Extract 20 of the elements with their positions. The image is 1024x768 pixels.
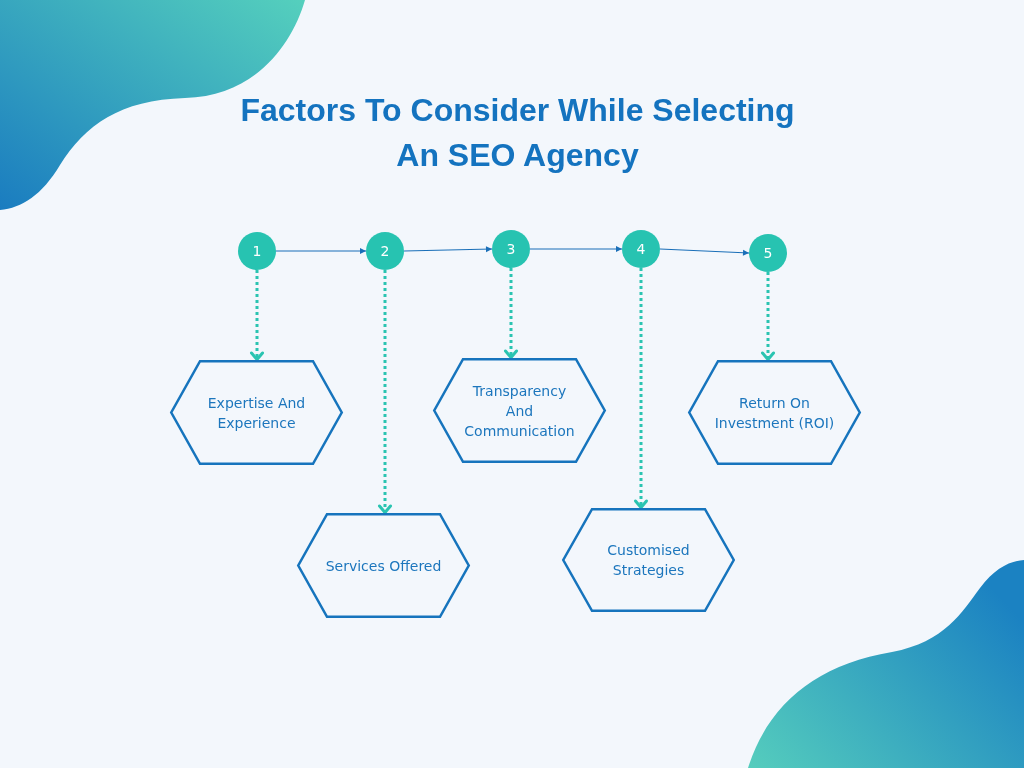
- dotted-arrow: [504, 268, 518, 359]
- factor-label: Customised Strategies: [606, 541, 691, 580]
- factor-label: Transparency And Communication: [463, 381, 576, 441]
- arrow: [403, 246, 493, 253]
- factor-label: Services Offered: [324, 556, 443, 576]
- arrow: [659, 248, 750, 256]
- dotted-arrow: [761, 272, 775, 361]
- arrow: [275, 248, 367, 254]
- step-number: 2: [380, 243, 390, 259]
- step-number: 4: [636, 241, 646, 257]
- dotted-arrow: [250, 270, 264, 361]
- factor-label: Return On Investment (ROI): [713, 393, 836, 433]
- diagram-title: Factors To Consider While Selecting An SEO Agency: [239, 91, 796, 175]
- factor-label: Expertise And Experience: [206, 393, 307, 433]
- dotted-arrow: [634, 268, 648, 509]
- step-number: 5: [763, 245, 773, 261]
- dotted-arrow: [378, 270, 392, 514]
- arrow: [529, 246, 623, 252]
- step-number: 1: [252, 243, 262, 259]
- step-number: 3: [506, 241, 516, 257]
